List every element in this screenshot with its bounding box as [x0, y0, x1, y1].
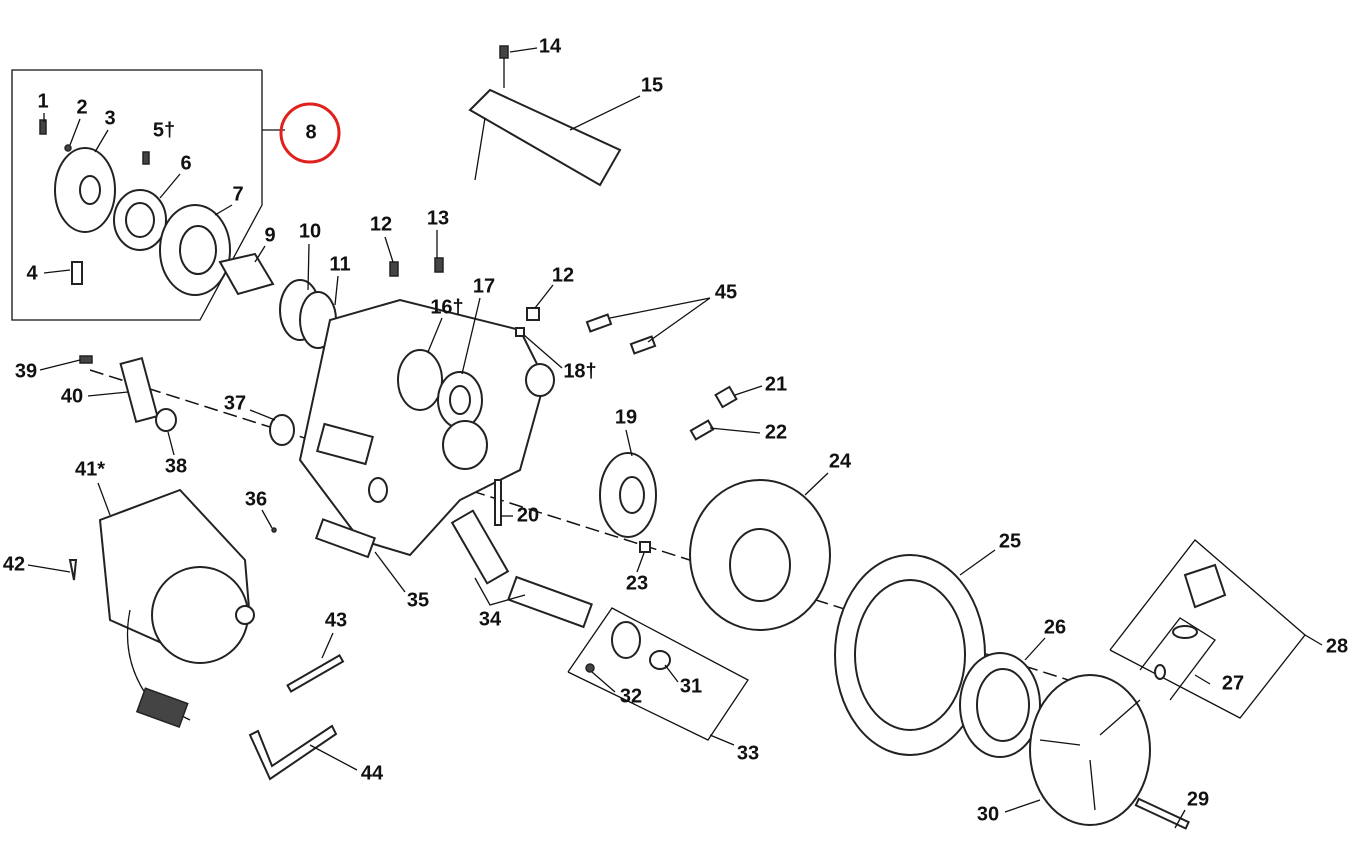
callout-label-36: 36 [244, 488, 268, 511]
callout-label-35: 35 [406, 589, 430, 612]
callout-label-19: 19 [614, 406, 638, 429]
callout-label-11: 11 [329, 253, 351, 276]
callout-label-43: 43 [324, 609, 348, 632]
callout-label-10: 10 [298, 220, 322, 243]
callout-label-12: 12 [369, 213, 393, 236]
callout-label-37: 37 [223, 392, 247, 415]
callout-label-4: 4 [26, 262, 38, 285]
callout-label-6: 6 [180, 152, 192, 175]
callout-label-16: 16† [430, 296, 464, 319]
callout-label-23: 23 [625, 572, 649, 595]
callout-label-25: 25 [998, 530, 1022, 553]
group-box-33 [567, 607, 749, 741]
callout-label-3: 3 [104, 107, 116, 130]
callout-label-44: 44 [360, 762, 384, 785]
callout-label-17: 17 [472, 275, 496, 298]
callout-label-8: 8 [305, 121, 317, 144]
callout-label-21: 21 [764, 373, 788, 396]
callout-label-32: 32 [619, 685, 643, 708]
callout-label-5: 5† [152, 119, 176, 142]
callout-label-18: 18† [563, 360, 597, 383]
callout-label-28: 28 [1325, 635, 1349, 658]
highlight-circle [279, 102, 341, 164]
callout-label-30: 30 [976, 803, 1000, 826]
group-box-8 [11, 69, 263, 321]
leader-lines [27, 47, 1323, 829]
callout-label-33: 33 [736, 742, 760, 765]
callout-label-39: 39 [14, 360, 38, 383]
callout-label-26: 26 [1043, 616, 1067, 639]
callout-label-34: 34 [478, 608, 502, 631]
callout-label-13: 13 [426, 207, 450, 230]
callout-label-29: 29 [1186, 788, 1210, 811]
callout-label-14: 14 [538, 35, 562, 58]
callout-label-1: 1 [37, 90, 49, 113]
callout-label-15: 15 [640, 74, 664, 97]
callout-label-12: 12 [551, 264, 575, 287]
callout-label-22: 22 [764, 421, 788, 444]
callout-label-2: 2 [76, 96, 88, 119]
callout-label-24: 24 [828, 450, 852, 473]
callout-label-45: 45 [714, 281, 738, 304]
callout-label-20: 20 [516, 504, 540, 527]
callout-label-41: 41* [74, 458, 106, 481]
callout-label-31: 31 [679, 675, 703, 698]
callout-label-40: 40 [60, 385, 84, 408]
callout-label-27: 27 [1221, 672, 1245, 695]
callout-label-42: 42 [2, 553, 26, 576]
callout-label-9: 9 [264, 224, 276, 247]
group-box-27 [1139, 617, 1216, 701]
callout-label-7: 7 [232, 183, 244, 206]
callout-label-38: 38 [164, 455, 188, 478]
